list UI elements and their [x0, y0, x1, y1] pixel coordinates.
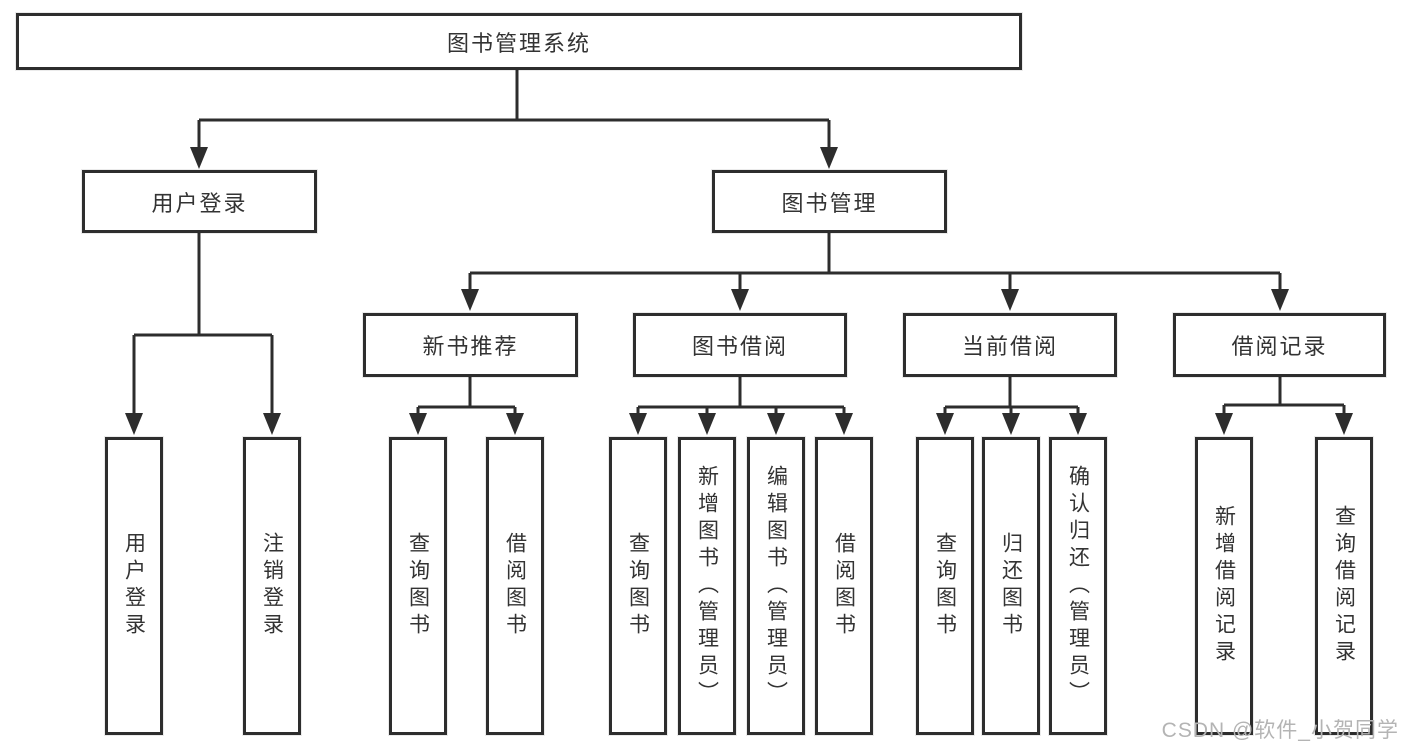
leaf-label: 查询图书: [626, 532, 650, 640]
leaf-label: 归还图书: [999, 532, 1023, 640]
leaf-edit-books-admin: 编辑图书（管理员）: [747, 437, 805, 735]
leaf-query-borrow-record: 查询借阅记录: [1315, 437, 1373, 735]
node-book-management: 图书管理: [712, 170, 947, 233]
arrowhead-icons: [125, 147, 1353, 435]
leaf-label: 新增图书（管理员）: [695, 464, 719, 708]
leaf-label: 用户登录: [122, 532, 146, 640]
node-borrow-records: 借阅记录: [1173, 313, 1386, 377]
leaf-confirm-return-admin: 确认归还（管理员）: [1049, 437, 1107, 735]
leaf-return-books: 归还图书: [982, 437, 1040, 735]
leaf-label: 查询借阅记录: [1332, 505, 1356, 667]
leaf-borrow-books: 借阅图书: [815, 437, 873, 735]
leaf-query-books-current: 查询图书: [916, 437, 974, 735]
leaf-label: 确认归还（管理员）: [1066, 464, 1090, 708]
node-new-book-recommend: 新书推荐: [363, 313, 578, 377]
leaf-logout: 注销登录: [243, 437, 301, 735]
connector-lines: [132, 69, 1346, 416]
leaf-user-login: 用户登录: [105, 437, 163, 735]
leaf-query-books-recommend: 查询图书: [389, 437, 447, 735]
leaf-label: 查询图书: [406, 532, 430, 640]
node-book-borrow: 图书借阅: [633, 313, 847, 377]
leaf-query-books-borrow: 查询图书: [609, 437, 667, 735]
leaf-label: 编辑图书（管理员）: [764, 464, 788, 708]
leaf-add-borrow-record: 新增借阅记录: [1195, 437, 1253, 735]
csdn-watermark: CSDN @软件_小贺同学: [1161, 719, 1399, 742]
leaf-label: 注销登录: [260, 532, 284, 640]
leaf-label: 借阅图书: [503, 532, 527, 640]
leaf-label: 查询图书: [933, 532, 957, 640]
node-current-borrow: 当前借阅: [903, 313, 1117, 377]
node-user-login: 用户登录: [82, 170, 317, 233]
leaf-borrow-books-recommend: 借阅图书: [486, 437, 544, 735]
leaf-add-books-admin: 新增图书（管理员）: [678, 437, 736, 735]
node-library-system: 图书管理系统: [16, 13, 1022, 70]
leaf-label: 新增借阅记录: [1212, 505, 1236, 667]
leaf-label: 借阅图书: [832, 532, 856, 640]
